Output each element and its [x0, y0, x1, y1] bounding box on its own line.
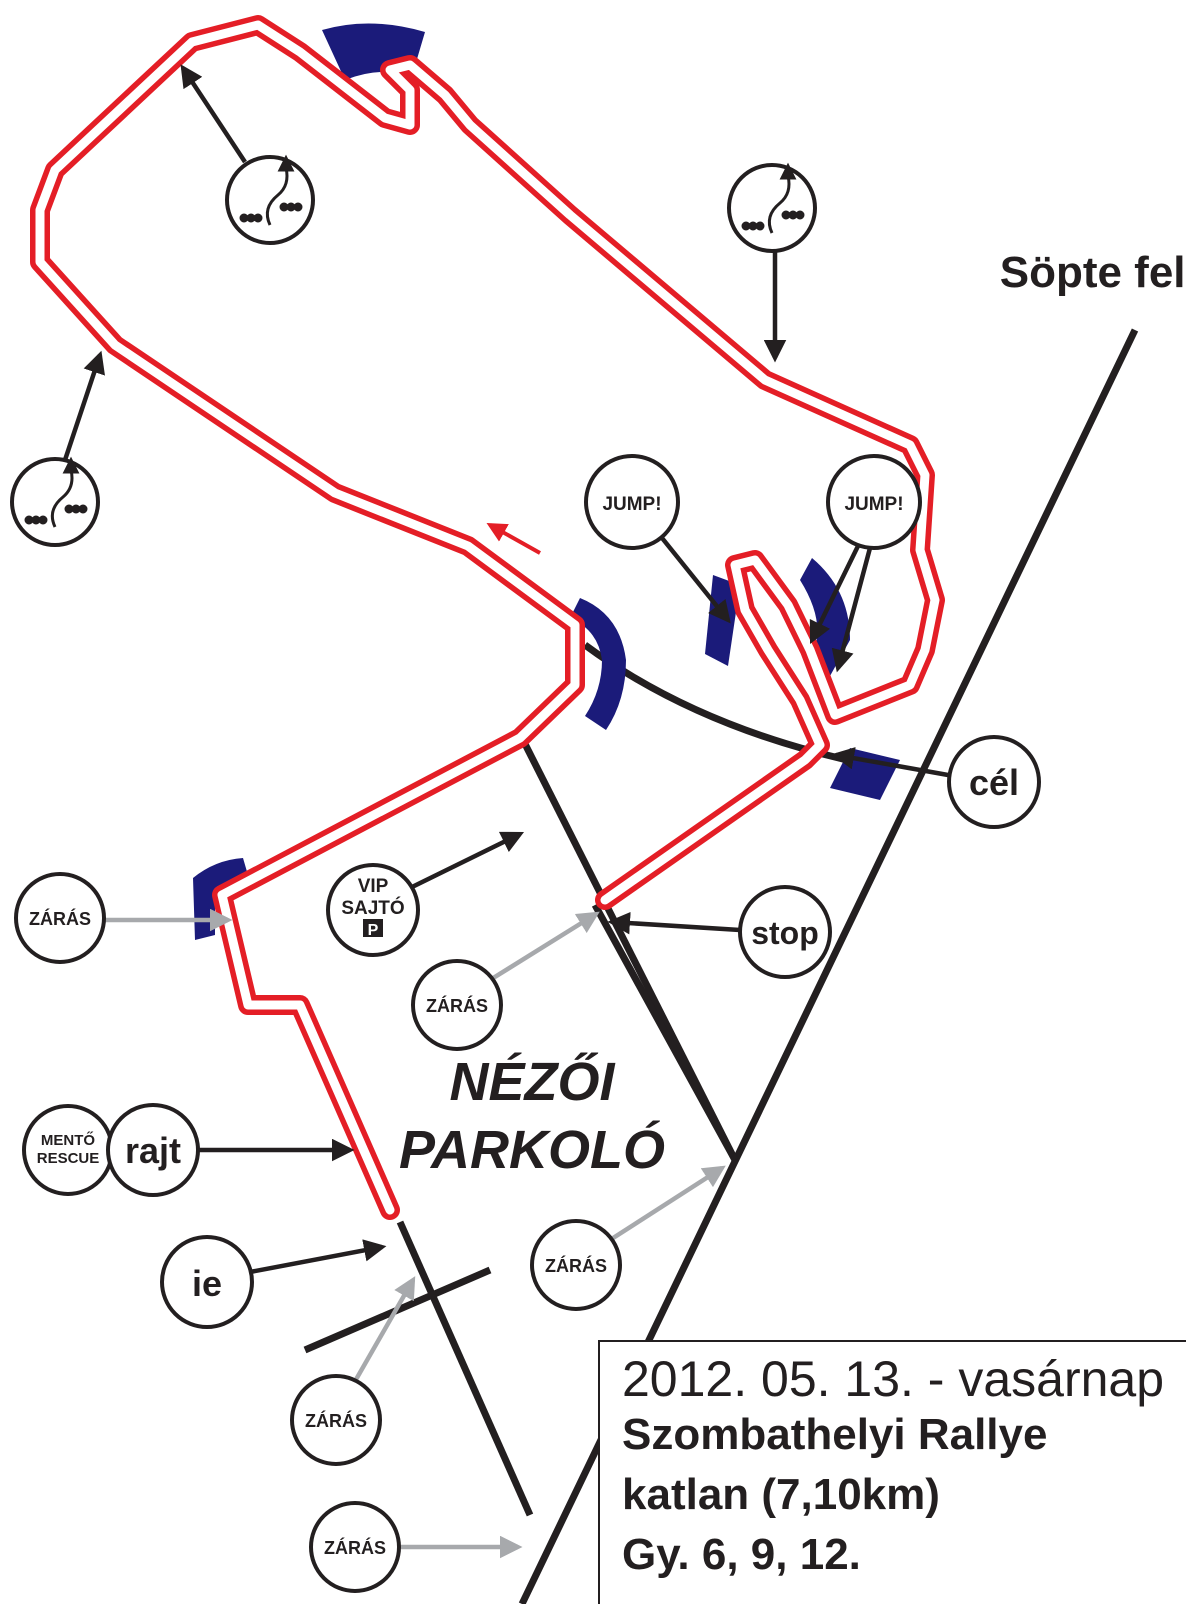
vip-arrow	[409, 831, 525, 891]
closure-arrow-4	[348, 1276, 416, 1392]
spectator-symbol	[741, 162, 805, 234]
finish-marker: cél	[831, 735, 1041, 829]
jump-marker-right: JUMP!	[809, 454, 922, 673]
vip-label: VIP	[358, 876, 389, 897]
stop-label: stop	[751, 915, 819, 951]
spectator-zone-icon	[10, 457, 100, 547]
stop-marker: stop	[607, 885, 832, 979]
spectator-zone-1	[180, 64, 315, 245]
closure-marker-2: ZÁRÁS	[411, 911, 600, 1051]
closure-label-5: ZÁRÁS	[324, 1537, 386, 1558]
parking-area-label-2: PARKOLÓ	[399, 1120, 665, 1180]
vip-circle	[326, 863, 420, 957]
jump-arrow-right-2	[831, 547, 873, 673]
parking-label: P	[368, 922, 379, 939]
barrier-middle	[570, 598, 626, 730]
finish-circle	[947, 735, 1041, 829]
event-name: Szombathelyi Rallye	[622, 1410, 1048, 1459]
spectator-zone-1-arrow	[180, 64, 247, 164]
stage-runs: Gy. 6, 9, 12.	[622, 1530, 861, 1579]
spectator-symbol	[24, 456, 88, 528]
closure-icon	[530, 1219, 622, 1311]
rally-track	[30, 15, 945, 1220]
jump-marker-left: JUMP!	[584, 454, 731, 624]
closure-marker-1: ZÁRÁS	[14, 872, 233, 964]
parking-area-label-1: NÉZŐI	[449, 1052, 615, 1112]
vip-parking-marker: VIP SAJTÓ P	[326, 831, 525, 957]
event-date: 2012. 05. 13. - vasárnap	[622, 1351, 1165, 1407]
closure-arrow-3	[608, 1165, 726, 1242]
stop-circle	[738, 885, 832, 979]
closure-icon	[309, 1501, 401, 1593]
first-aid-label: ie	[192, 1263, 222, 1304]
closure-marker-3: ZÁRÁS	[530, 1165, 726, 1311]
closure-label-3: ZÁRÁS	[545, 1255, 607, 1276]
stop-arrow	[607, 911, 741, 935]
spectator-zone-icon	[225, 155, 315, 245]
closure-arrow-2	[488, 911, 600, 982]
spectator-symbol	[239, 154, 303, 226]
stage-info-box: 2012. 05. 13. - vasárnap Szombathelyi Ra…	[598, 1340, 1186, 1604]
closure-marker-5: ZÁRÁS	[309, 1501, 523, 1593]
jump-label-right: JUMP!	[844, 494, 903, 515]
jump-label-left: JUMP!	[602, 494, 661, 515]
first-aid-marker: ie	[160, 1235, 387, 1329]
stage-name: katlan (7,10km)	[622, 1470, 940, 1519]
closure-label-2: ZÁRÁS	[426, 995, 488, 1016]
rescue-label-1: MENTŐ	[41, 1131, 95, 1149]
rescue-label-2: RESCUE	[37, 1150, 100, 1167]
jump-arrow-left	[656, 531, 731, 624]
spectator-zone-icon	[727, 163, 817, 253]
closure-icon	[14, 872, 106, 964]
start-circle	[106, 1103, 200, 1197]
jump-icon	[826, 454, 922, 550]
press-label: SAJTÓ	[341, 897, 404, 919]
spectator-zone-2	[727, 162, 817, 363]
direction-arrow-icon	[486, 523, 541, 555]
closure-label-1: ZÁRÁS	[29, 908, 91, 929]
first-aid-circle	[160, 1235, 254, 1329]
access-road	[396, 1220, 534, 1517]
jump-arrow-right-1	[809, 545, 861, 645]
closure-icon	[290, 1374, 382, 1466]
finish-label: cél	[969, 762, 1019, 803]
start-marker: MENTŐ RESCUE rajt	[22, 1103, 355, 1197]
first-aid-arrow	[249, 1239, 387, 1275]
closure-icon	[411, 959, 503, 1051]
spectator-zone-3-arrow	[62, 350, 105, 461]
parking-road-east	[591, 903, 739, 1162]
barrier-zones	[193, 23, 900, 940]
start-label: rajt	[125, 1130, 181, 1171]
direction-label: Söpte felé	[1000, 248, 1186, 297]
finish-arrow	[831, 747, 949, 778]
track-centerline	[35, 20, 940, 1215]
spectator-zone-3	[10, 350, 105, 547]
jump-icon	[584, 454, 680, 550]
closure-label-4: ZÁRÁS	[305, 1410, 367, 1431]
closure-marker-4: ZÁRÁS	[290, 1276, 416, 1466]
parking-icon	[363, 919, 383, 937]
